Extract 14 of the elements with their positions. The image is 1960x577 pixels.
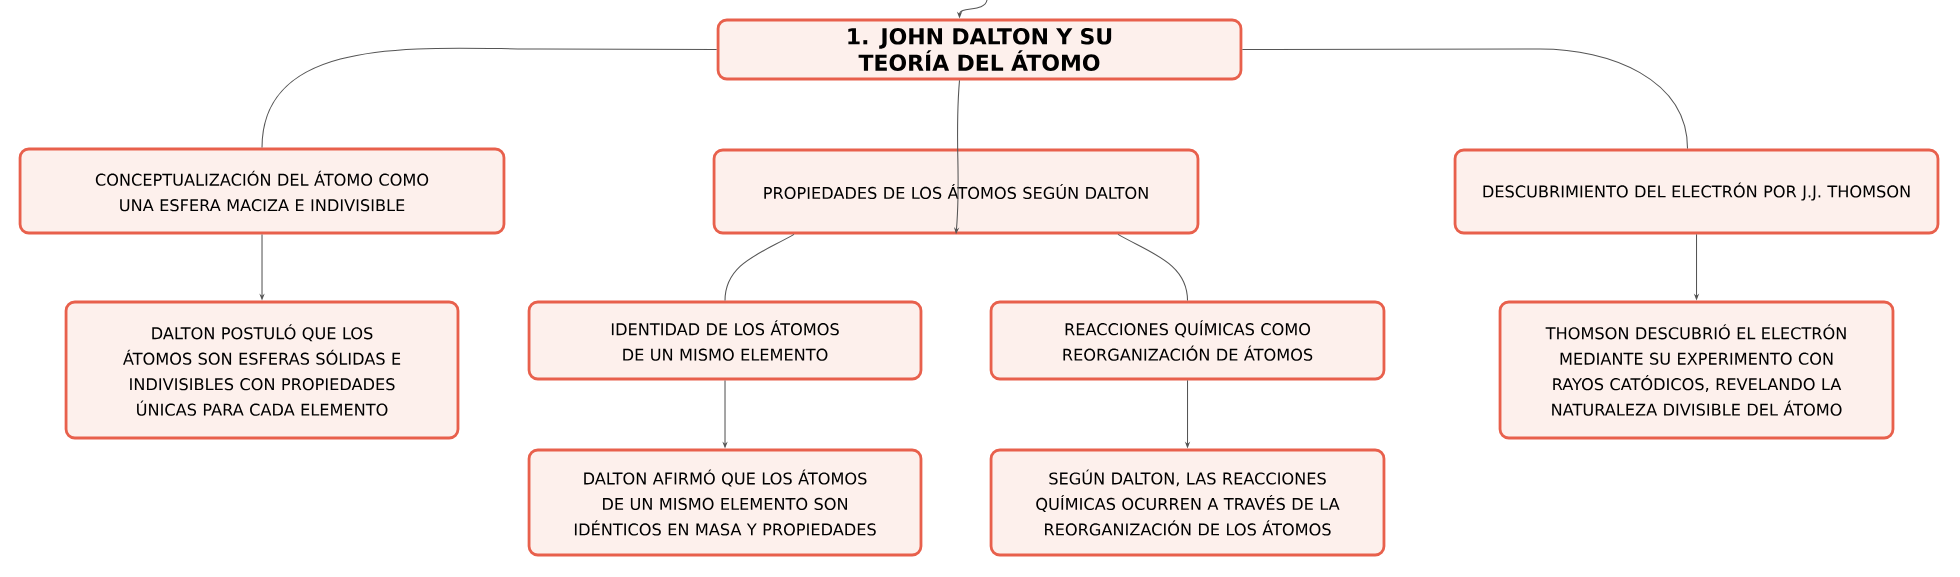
topic-box: IDENTIDAD DE LOS ÁTOMOS DE UN MISMO ELEMENTO bbox=[527, 300, 923, 381]
topic-box: THOMSON DESCUBRIÓ EL ELECTRÓN MEDIANTE SU EXPERIMENTO CON RAYOS CATÓDICOS, REVELANDO LA NATURALEZA DIVISIBLE DEL ÁTOMO bbox=[1498, 300, 1895, 440]
connector bbox=[724, 233, 795, 302]
topic-box: SEGÚN DALTON, LAS REACCIONES QUÍMICAS OCURREN A TRAVÉS DE LA REORGANIZACIÓN DE LOS ÁTOMOS bbox=[989, 448, 1386, 557]
connector bbox=[1117, 233, 1189, 302]
topic-box: DALTON POSTULÓ QUE LOS ÁTOMOS SON ESFERAS SÓLIDAS E INDIVISIBLES CON PROPIEDADES ÚNICAS PARA CADA ELEMENTO bbox=[64, 300, 460, 440]
topic-box: DALTON AFIRMÓ QUE LOS ÁTOMOS DE UN MISMO ELEMENTO SON IDÉNTICOS EN MASA Y PROPIEDADES bbox=[527, 448, 923, 557]
connector bbox=[261, 47, 718, 149]
topic-box: PROPIEDADES DE LOS ÁTOMOS SEGÚN DALTON bbox=[712, 148, 1200, 235]
main-topic-box: 1. JOHN DALTON Y SU TEORÍA DEL ÁTOMO bbox=[716, 18, 1243, 81]
topic-box: DESCUBRIMIENTO DEL ELECTRÓN POR J.J. THOMSON bbox=[1453, 148, 1940, 235]
topic-box: REACCIONES QUÍMICAS COMO REORGANIZACIÓN DE ÁTOMOS bbox=[989, 300, 1386, 381]
connector bbox=[1241, 48, 1689, 150]
topic-box: CONCEPTUALIZACIÓN DEL ÁTOMO COMO UNA ESFERA MACIZA E INDIVISIBLE bbox=[18, 147, 506, 235]
